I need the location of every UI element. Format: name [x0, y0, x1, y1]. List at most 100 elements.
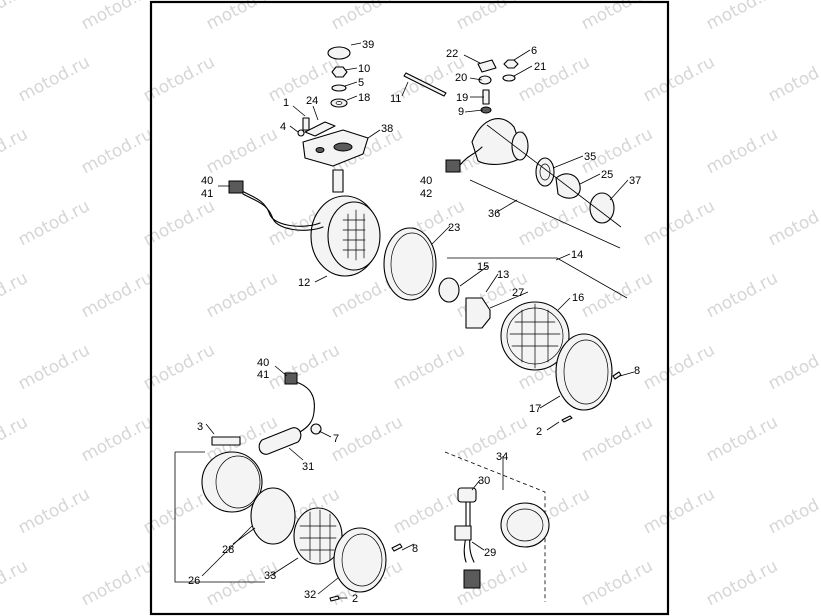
watermark-text: motod.ru [0, 0, 31, 34]
callout-label: 3 [197, 421, 203, 433]
callout-label: 14 [571, 249, 583, 261]
callout-label: 4 [280, 121, 286, 133]
callout-label: 32 [304, 589, 316, 601]
spot-lamp-assembly [174, 372, 403, 602]
watermark-text: motod.ru [15, 340, 93, 394]
watermark-text: motod.ru [703, 268, 781, 322]
watermark-text: motod.ru [578, 412, 656, 466]
strap-part [403, 72, 447, 97]
watermark-text: motod.ru [640, 52, 718, 106]
callout-label: 41 [257, 369, 269, 381]
connector-part [445, 159, 461, 173]
screw-part [561, 415, 573, 423]
watermark-text: motod.ru [765, 340, 821, 394]
callout-label: 24 [306, 95, 318, 107]
callout-label: 36 [488, 208, 500, 220]
callout-label: 37 [629, 175, 641, 187]
bulb-part [555, 173, 581, 199]
bolt-part [211, 436, 241, 446]
screw-part [297, 129, 305, 137]
lens-part [589, 192, 615, 224]
callout-label: 7 [333, 433, 339, 445]
callout-label: 35 [584, 151, 596, 163]
watermark-text: motod.ru [578, 556, 656, 610]
watermark-text: motod.ru [0, 268, 31, 322]
callout-label: 12 [298, 277, 310, 289]
connector-part [454, 525, 472, 541]
watermark-text: motod.ru [0, 124, 31, 178]
led-lamp-part [500, 502, 550, 548]
watermark-text: motod.ru [328, 0, 406, 34]
trim-ring-part [555, 333, 613, 411]
callout-label: 20 [455, 72, 467, 84]
callout-layer: 39 10 5 18 1 24 4 38 40 41 12 11 22 6 21… [188, 39, 641, 605]
callout-label: 31 [302, 461, 314, 473]
connector-part [463, 569, 481, 589]
watermark-text: motod.ru [328, 412, 406, 466]
watermark-text: motod.ru [203, 556, 281, 610]
mount-part [258, 427, 302, 455]
socket-part [457, 487, 477, 503]
callout-label: 40 [201, 175, 213, 187]
callout-label: 8 [412, 543, 418, 555]
watermark-text: motod.ru [765, 52, 821, 106]
watermark-text: motod.ru [453, 412, 531, 466]
watermark-text: motod.ru [15, 484, 93, 538]
callout-label: 6 [531, 45, 537, 57]
callout-label: 25 [601, 169, 613, 181]
wiring-harness [295, 381, 315, 433]
watermark-text: motod.ru [578, 0, 656, 34]
watermark-text: motod.ru [78, 0, 156, 34]
watermark-text: motod.ru [390, 340, 468, 394]
callout-label: 26 [188, 575, 200, 587]
watermark-text: motod.ru [203, 124, 281, 178]
callout-label: 39 [362, 39, 374, 51]
watermark-text: motod.ru [703, 412, 781, 466]
callout-label: 34 [496, 451, 508, 463]
callout-label: 41 [201, 188, 213, 200]
watermark-text: motod.ru [203, 268, 281, 322]
callout-label: 1 [283, 97, 289, 109]
socket-part [535, 157, 555, 187]
callout-label: 10 [358, 63, 370, 75]
watermark-text: motod.ru [703, 124, 781, 178]
callout-label: 29 [484, 547, 496, 559]
callout-label: 15 [477, 261, 489, 273]
callout-label: 9 [458, 106, 464, 118]
watermark-text: motod.ru [78, 556, 156, 610]
headlamp-housing-assembly [228, 46, 381, 277]
callout-label: 13 [497, 269, 509, 281]
callout-label: 19 [456, 92, 468, 104]
wiring-harness [239, 189, 321, 227]
connector-part [228, 180, 244, 194]
watermark-text: motod.ru [203, 0, 281, 34]
halogen-bulb-part [465, 297, 491, 329]
gasket-part [250, 487, 296, 545]
watermark-text: motod.ru [515, 52, 593, 106]
watermark-text: motod.ru [78, 124, 156, 178]
headlamp-kit-assembly [383, 227, 628, 423]
watermark-text: motod.ru [265, 52, 343, 106]
screw-part [329, 595, 340, 602]
washer-part [502, 74, 516, 82]
watermark-text: motod.ru [703, 556, 781, 610]
nut-part [310, 423, 322, 435]
led-kit-assembly [444, 451, 550, 602]
callout-label: 40 [257, 357, 269, 369]
watermark-text: motod.ru [515, 196, 593, 250]
callout-label: 21 [534, 61, 546, 73]
callout-label: 16 [572, 292, 584, 304]
callout-label: 38 [381, 123, 393, 135]
callout-label: 11 [390, 93, 401, 105]
spacer-part [478, 75, 492, 85]
watermark-text: motod.ru [78, 412, 156, 466]
nut-part [503, 59, 519, 69]
callout-label: 2 [536, 426, 542, 438]
nut-part [331, 66, 348, 78]
screw-part [612, 371, 622, 380]
callout-label: 42 [420, 188, 432, 200]
clamp-part [477, 59, 497, 73]
watermark-text: motod.ru [15, 196, 93, 250]
callout-label: 8 [634, 365, 640, 377]
